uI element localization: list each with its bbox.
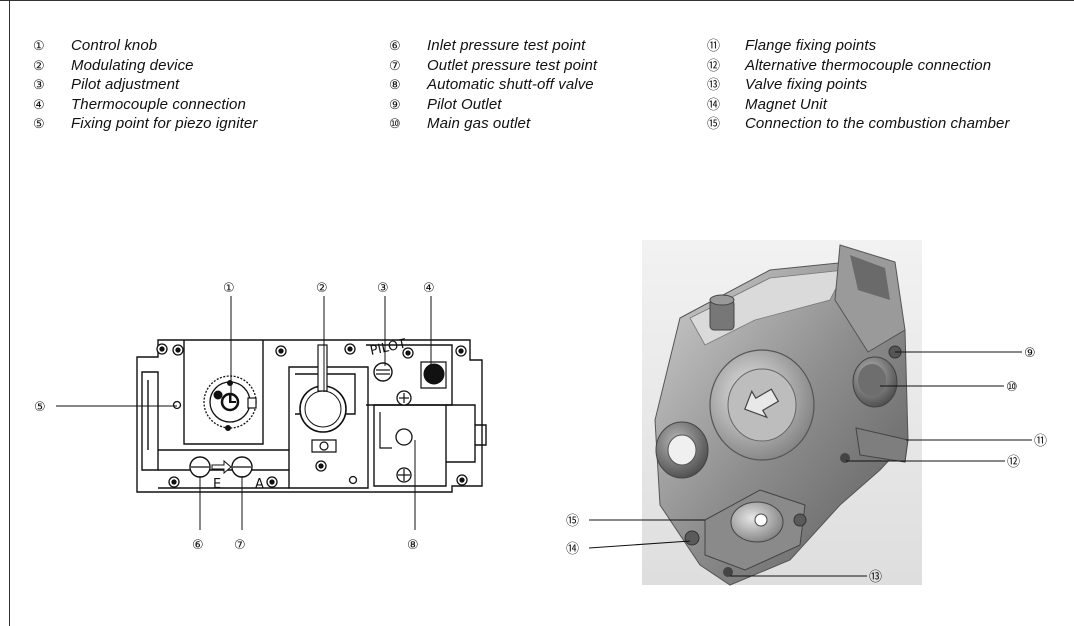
legend-item: ⑦ Outlet pressure test point xyxy=(389,56,597,76)
legend-number: ⑫ xyxy=(707,57,721,73)
legend-column-3: ⑪ Flange fixing points ⑫ Alternative therm… xyxy=(707,36,1010,134)
legend-text: Flange fixing points xyxy=(745,37,877,54)
callout-2: ② xyxy=(316,281,328,296)
legend-item: ② Modulating device xyxy=(33,56,257,76)
legend-text: Inlet pressure test point xyxy=(427,37,586,54)
callout-13: ⑬ xyxy=(869,570,882,585)
control-knob-icon xyxy=(203,375,257,431)
pressure-test-points xyxy=(189,456,253,478)
legend-text: Thermocouple connection xyxy=(71,95,246,113)
callout-11: ⑪ xyxy=(1034,434,1047,449)
legend-item: ⑮ Connection to the combustion chamber xyxy=(707,114,1010,134)
callout-12: ⑫ xyxy=(1007,455,1020,470)
legend-number: ② xyxy=(33,57,45,73)
callout-3: ③ xyxy=(377,281,389,296)
legend-item: ⑤ Fixing point for piezo igniter xyxy=(33,114,257,134)
legend-number: ⑧ xyxy=(389,77,401,92)
legend-item: ⑪ Flange fixing points xyxy=(707,36,1010,56)
legend-text: Connection to the combustion chamber xyxy=(745,115,1010,132)
legend-item: ⑥ Inlet pressure test point xyxy=(389,36,597,56)
legend-text: Magnet Unit xyxy=(745,95,827,113)
callout-6: ⑥ xyxy=(192,538,204,553)
iso-view-leader-lines xyxy=(588,351,1032,577)
callout-9: ⑨ xyxy=(1024,346,1036,361)
legend-item: ⑭ Magnet Unit xyxy=(707,95,1010,115)
legend-text: Pilot Outlet xyxy=(427,95,502,113)
callout-15: ⑮ xyxy=(566,514,579,529)
legend-number: ⑨ xyxy=(389,96,401,112)
pilot-label: PILOT xyxy=(369,337,408,359)
callout-7: ⑦ xyxy=(234,538,246,553)
legend-number: ① xyxy=(33,38,45,53)
legend-item: ⑩ Main gas outlet xyxy=(389,114,597,134)
legend-text: Modulating device xyxy=(71,56,194,74)
legend-number: ⑤ xyxy=(33,116,45,131)
pilot-adjustment-icon xyxy=(373,362,412,406)
legend-item: ④ Thermocouple connection xyxy=(33,95,257,115)
callout-8: ⑧ xyxy=(407,538,419,553)
shut-off-valve-icon xyxy=(379,412,413,483)
thermocouple-connection-icon xyxy=(420,361,447,389)
legend-number: ⑭ xyxy=(707,96,721,112)
front-view-leader-lines xyxy=(56,296,432,530)
legend-item: ① Control knob xyxy=(33,36,257,56)
legend-text: Main gas outlet xyxy=(427,115,531,132)
legend-item: ⑨ Pilot Outlet xyxy=(389,95,597,115)
legend-text: Control knob xyxy=(71,37,158,54)
legend-text: Outlet pressure test point xyxy=(427,56,598,74)
legend-number: ⑬ xyxy=(707,77,721,92)
callout-1: ① xyxy=(223,281,235,296)
outlet-marker-a: A xyxy=(255,477,264,492)
legend-item: ③ Pilot adjustment xyxy=(33,75,257,95)
legend-number: ⑩ xyxy=(389,116,401,131)
modulating-device-icon xyxy=(299,344,347,453)
callout-10: ⑩ xyxy=(1006,380,1018,395)
legend-number: ⑦ xyxy=(389,57,401,73)
legend-column-1: ① Control knob ② Modulating device ③ Pilot … xyxy=(33,36,257,134)
legend-number: ⑥ xyxy=(389,38,401,53)
legend-item: ⑧ Automatic shutt-off valve xyxy=(389,75,597,95)
front-view-screws xyxy=(156,343,468,488)
frame-left-border xyxy=(9,0,10,626)
isometric-valve-photo xyxy=(642,240,922,586)
legend-number: ⑪ xyxy=(707,38,721,53)
legend-text: Valve fixing points xyxy=(745,76,868,93)
legend-item: ⑬ Valve fixing points xyxy=(707,75,1010,95)
legend-number: ⑮ xyxy=(707,116,721,131)
inlet-marker-e: E xyxy=(213,477,221,492)
legend-text: Alternative thermocouple connection xyxy=(745,56,992,74)
legend-number: ④ xyxy=(33,96,45,112)
legend-number: ③ xyxy=(33,77,45,92)
callout-4: ④ xyxy=(423,281,435,296)
callout-5: ⑤ xyxy=(34,400,46,415)
frame-top-border xyxy=(0,0,1074,1)
legend-text: Fixing point for piezo igniter xyxy=(71,115,258,132)
legend-text: Automatic shutt-off valve xyxy=(427,76,594,93)
legend-column-2: ⑥ Inlet pressure test point ⑦ Outlet press… xyxy=(389,36,597,134)
legend-text: Pilot adjustment xyxy=(71,76,180,93)
callout-14: ⑭ xyxy=(566,542,579,557)
legend-item: ⑫ Alternative thermocouple connection xyxy=(707,56,1010,76)
